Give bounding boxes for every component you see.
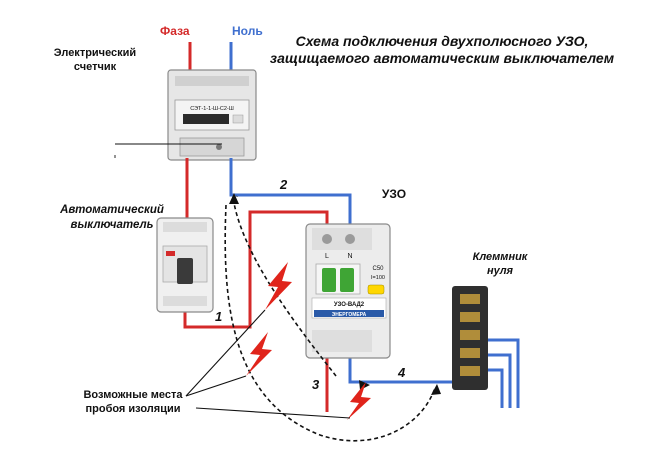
rcd-brand: ЭНЕРГОМЕРА [332,312,367,318]
terminal-3 [460,330,480,340]
annotation-leaders [185,309,351,419]
lightning-bolt-icon [246,332,272,376]
rcd-screw-n [345,234,355,244]
meter-terminal-cover [179,137,245,157]
rcd-terminal-l: L [325,253,329,260]
title-line-2: защищаемого автоматическим выключателем [270,50,615,66]
meter-lcd-display [183,114,229,124]
rcd-model: УЗО-ВАД2 [334,302,365,308]
rcd-brand-strip [314,310,384,317]
rcd-terminal-n: N [347,253,352,260]
rcd-top-terminals [312,228,372,250]
rcd-bottom-terminals [312,330,372,352]
breaker-top-terminal [163,222,207,232]
lightning-bolt-icon [265,262,292,310]
neutral-rcd-to-block [348,358,468,384]
rcd-screw-l [322,234,332,244]
rcd-toggle-n [340,268,354,292]
meter-button [232,114,244,124]
fault-point-4: 4 [397,365,406,380]
electric-meter: СЭТ-1-1-Ш-С2-Ш [167,69,257,161]
lightning-bolt-icon [347,382,371,420]
phase-breaker-to-rcd [183,210,329,329]
neutral-label: Ноль [232,24,263,38]
meter-seal-screw [216,144,222,150]
lightning-bolt-icon [347,382,371,420]
rcd-test-button [367,284,385,295]
leader-to-bolt-2 [185,375,247,397]
fault-path-arrowhead-right [431,384,441,395]
annotation-line-2: пробоя изоляции [85,403,180,415]
rcd-label: УЗО [382,187,406,201]
neutral-wiring [229,158,520,408]
circuit-breaker [156,217,214,313]
terminal-5 [460,366,480,376]
meter-top-strip [175,76,249,86]
annotation-line-1: Возможные места [83,389,183,401]
fault-path-arrowhead-top [229,193,239,204]
fault-point-3: 3 [312,377,320,392]
terminal-block-label-line-1: Клеммник [473,251,529,263]
fault-point-2: 2 [279,177,288,192]
breaker-toggle-handle [177,258,193,284]
phase-label: Фаза [160,24,190,38]
rcd-device: L N C50 I=100 УЗО-ВАД2 ЭНЕРГОМЕРА [305,223,391,359]
terminal-block-label-line-2: нуля [487,265,514,277]
breaker-label-line-2: выключатель [71,219,154,231]
meter-model-text: СЭТ-1-1-Ш-С2-Ш [190,106,234,112]
breaker-bottom-terminal [163,296,207,306]
terminal-4 [460,348,480,358]
neutral-meter-to-rcd [229,158,352,235]
block-out-wire-2 [480,353,512,408]
leader-to-bolt-1 [185,309,266,397]
breaker-label-line-1: Автоматический [59,204,164,216]
rcd-toggle-l [322,268,336,292]
rcd-rating: C50 [372,266,384,272]
phase-wiring [183,158,329,412]
leader-to-bolt-3 [195,407,351,419]
fault-point-1: 1 [215,309,222,324]
terminal-2 [460,312,480,322]
lightning-bolt-icon [265,262,292,310]
meter-label-line-2: счетчик [74,61,117,73]
breaker-brand-mark [166,251,175,256]
incoming-wires [188,42,233,72]
block-out-wire-1 [480,338,520,408]
title-line-1: Схема подключения двухполюсного УЗО, [296,33,589,49]
neutral-terminal-block [452,286,488,390]
terminal-1 [460,294,480,304]
lightning-bolt-icon [246,332,272,376]
meter-label-line-1: Электрический [54,47,136,59]
rcd-rating-2: I=100 [371,275,385,281]
